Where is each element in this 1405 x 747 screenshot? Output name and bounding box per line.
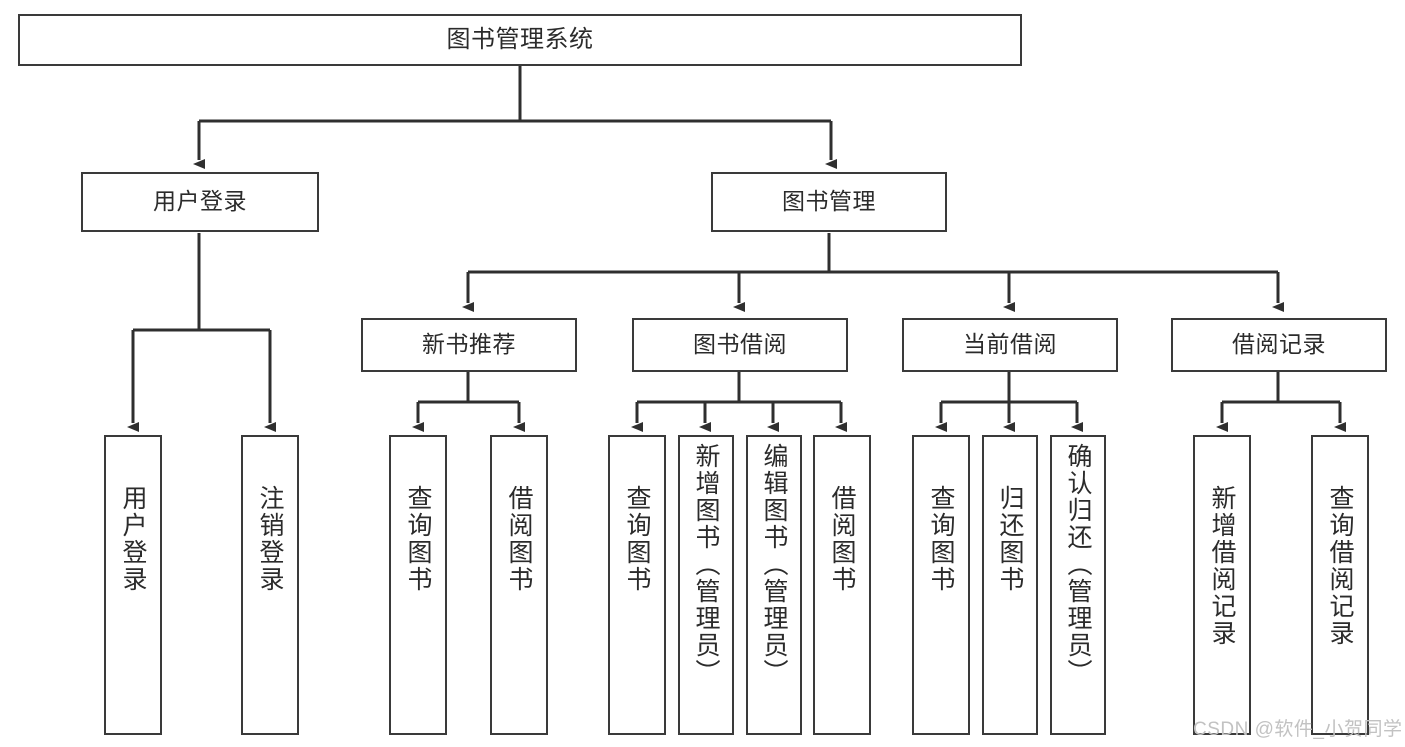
- node-label: 新增借阅记录: [1208, 485, 1236, 647]
- node-book-borrow[interactable]: 图书借阅: [632, 318, 848, 372]
- node-label: 查询图书: [404, 485, 432, 593]
- node-root-system[interactable]: 图书管理系统: [18, 14, 1022, 66]
- leaf-borrow-record-add[interactable]: 新增借阅记录: [1193, 435, 1251, 735]
- node-label: 编辑图书（管理员）: [760, 443, 788, 686]
- node-label: 借阅图书: [828, 485, 856, 593]
- leaf-book-borrow-edit[interactable]: 编辑图书（管理员）: [746, 435, 802, 735]
- node-label: 查询图书: [623, 485, 651, 593]
- leaf-current-borrow-return[interactable]: 归还图书: [982, 435, 1038, 735]
- node-current-borrow[interactable]: 当前借阅: [902, 318, 1118, 372]
- node-label: 归还图书: [996, 485, 1024, 593]
- node-label: 用户登录: [153, 188, 247, 215]
- node-label: 用户登录: [119, 485, 147, 593]
- leaf-book-borrow-borrow[interactable]: 借阅图书: [813, 435, 871, 735]
- node-label: 查询借阅记录: [1326, 485, 1354, 647]
- node-label: 查询图书: [927, 485, 955, 593]
- node-borrow-record[interactable]: 借阅记录: [1171, 318, 1387, 372]
- node-label: 图书借阅: [693, 331, 787, 358]
- leaf-current-borrow-confirm-return[interactable]: 确认归还（管理员）: [1050, 435, 1106, 735]
- node-label: 注销登录: [256, 485, 284, 593]
- node-new-book-recommend[interactable]: 新书推荐: [361, 318, 577, 372]
- leaf-user-login-logout[interactable]: 注销登录: [241, 435, 299, 735]
- node-label: 借阅图书: [505, 485, 533, 593]
- node-user-login[interactable]: 用户登录: [81, 172, 319, 232]
- node-book-management[interactable]: 图书管理: [711, 172, 947, 232]
- csdn-watermark: CSDN @软件_小贺同学: [1193, 719, 1403, 740]
- node-label: 当前借阅: [963, 331, 1057, 358]
- node-label: 图书管理系统: [446, 25, 594, 53]
- leaf-book-borrow-add[interactable]: 新增图书（管理员）: [678, 435, 734, 735]
- node-label: 新增图书（管理员）: [692, 443, 720, 686]
- node-label: 图书管理: [782, 188, 876, 215]
- node-label: 确认归还（管理员）: [1064, 443, 1092, 686]
- leaf-user-login-login[interactable]: 用户登录: [104, 435, 162, 735]
- leaf-new-book-borrow[interactable]: 借阅图书: [490, 435, 548, 735]
- leaf-borrow-record-query[interactable]: 查询借阅记录: [1311, 435, 1369, 735]
- node-label: 新书推荐: [422, 331, 516, 358]
- leaf-current-borrow-query[interactable]: 查询图书: [912, 435, 970, 735]
- leaf-book-borrow-query[interactable]: 查询图书: [608, 435, 666, 735]
- node-label: 借阅记录: [1232, 331, 1326, 358]
- leaf-new-book-query[interactable]: 查询图书: [389, 435, 447, 735]
